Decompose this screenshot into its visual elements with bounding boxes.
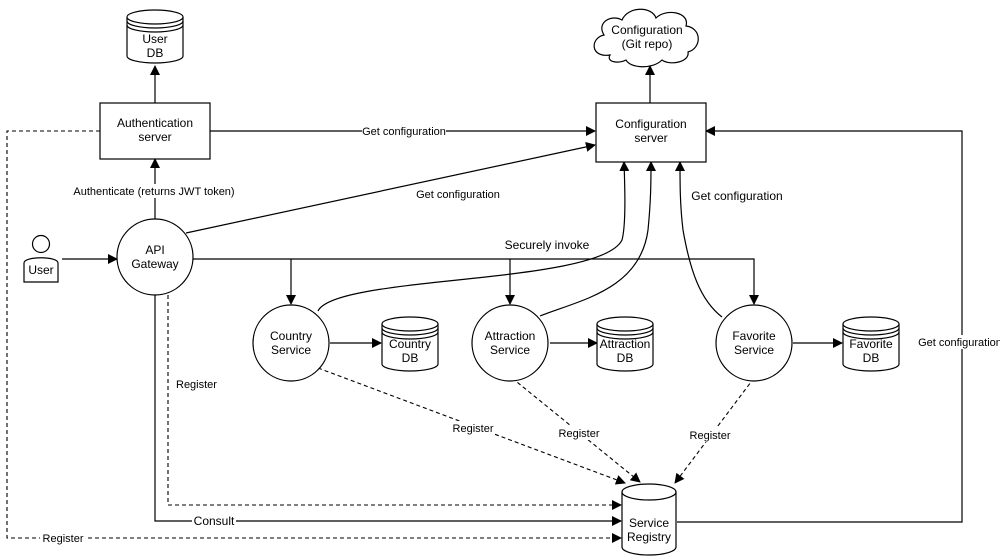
label-auth-get-config: Get configuration (362, 126, 446, 138)
label-consult: Consult (194, 514, 235, 528)
edge-gateway-get-config (185, 142, 596, 234)
edge-gateway-register (167, 295, 622, 510)
edge-consult (154, 295, 622, 526)
config-repo-cloud: Configuration(Git repo) (593, 8, 699, 68)
edge-favorite-get-config (675, 161, 723, 318)
label-gateway-register: Register (176, 379, 217, 391)
label-attraction-register: Register (559, 428, 600, 440)
label-securely-invoke: Securely invoke (505, 238, 590, 252)
label-auth-register: Register (43, 533, 84, 545)
label-registry-get-config: Get configuration (918, 337, 1000, 349)
edge-registry-get-config (677, 126, 963, 523)
edge-auth-register (6, 130, 622, 543)
label-favorite-register: Register (690, 430, 731, 442)
edge-invoke-favorite (193, 258, 759, 305)
user-actor: User (23, 234, 59, 283)
label-services-get-config: Get configuration (691, 189, 782, 203)
label-authenticate: Authenticate (returns JWT token) (73, 186, 234, 198)
label-country-register: Register (453, 423, 494, 435)
edge-country-get-config (317, 161, 630, 312)
label-gateway-get-config: Get configuration (416, 189, 500, 201)
user-label: User (28, 263, 53, 277)
config-repo-label: Configuration(Git repo) (611, 23, 682, 51)
user-icon (31, 234, 51, 254)
edge-attraction-get-config (539, 161, 656, 317)
